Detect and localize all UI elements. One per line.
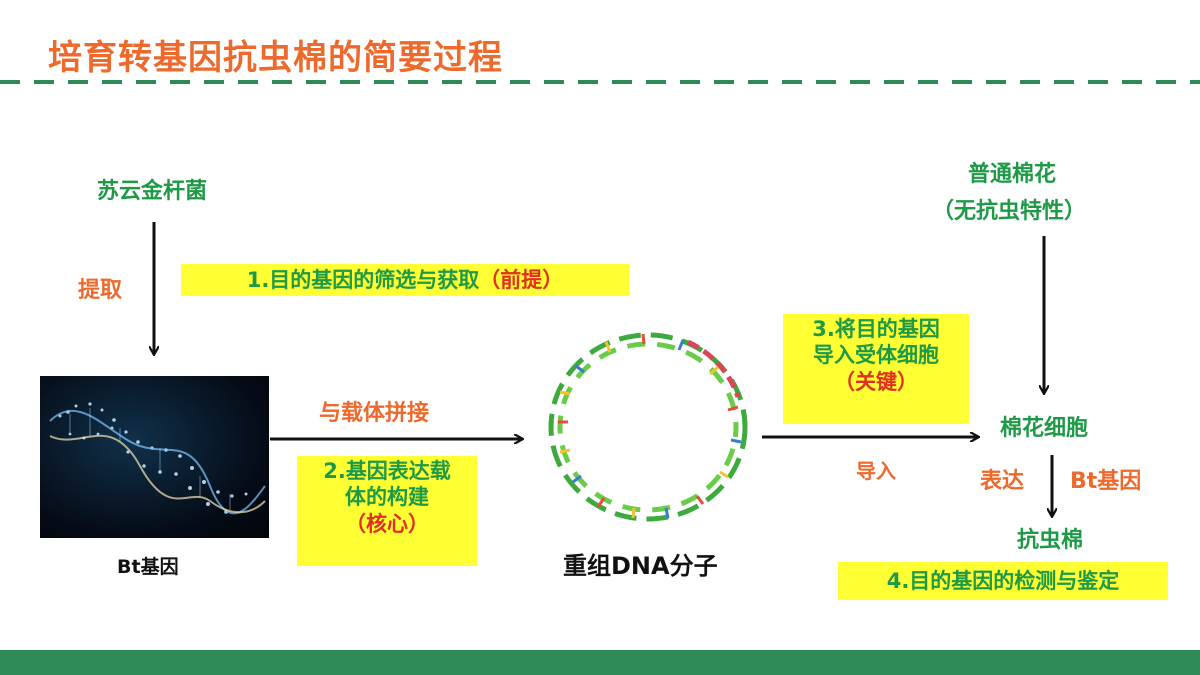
step3-box: 3.将目的基因 导入受体细胞 （关键）	[783, 314, 969, 424]
source-bacterium-label: 苏云金杆菌	[97, 179, 208, 204]
step3-line2: 导入受体细胞	[813, 343, 939, 368]
cotton-cell-label: 棉花细胞	[1000, 416, 1089, 441]
page-title: 培育转基因抗虫棉的简要过程	[48, 38, 503, 78]
step1-text: 1.目的基因的筛选与获取	[246, 268, 480, 292]
extract-label: 提取	[78, 278, 123, 303]
ordinary-cotton-label: 普通棉花	[968, 162, 1057, 187]
recombinant-dna-label: 重组DNA分子	[563, 552, 718, 580]
dna-photo	[40, 376, 269, 538]
dashed-divider	[0, 80, 1200, 84]
step4-box: 4.目的基因的检测与鉴定	[838, 562, 1168, 600]
import-label: 导入	[856, 459, 896, 483]
express-gene-label: Bt基因	[1070, 469, 1142, 494]
splice-label: 与载体拼接	[319, 401, 430, 426]
step3-note: （关键）	[834, 369, 918, 394]
step2-note: （核心）	[345, 511, 429, 536]
step1-box: 1.目的基因的筛选与获取（前提）	[181, 264, 629, 296]
step1-note: （前提）	[479, 268, 564, 292]
express-label: 表达	[980, 469, 1025, 494]
bottom-bar	[0, 650, 1200, 675]
step3-line1: 3.将目的基因	[812, 317, 940, 341]
plasmid-ring	[548, 332, 748, 522]
step4-text: 4.目的基因的检测与鉴定	[886, 569, 1120, 593]
ordinary-cotton-note: （无抗虫特性）	[932, 199, 1087, 224]
bt-gene-caption: Bt基因	[117, 556, 179, 578]
insect-resistant-cotton-label: 抗虫棉	[1017, 528, 1084, 553]
step2-box: 2.基因表达载 体的构建 （核心）	[297, 456, 477, 566]
step2-line1: 2.基因表达载	[323, 459, 451, 483]
step2-line2: 体的构建	[345, 485, 429, 510]
